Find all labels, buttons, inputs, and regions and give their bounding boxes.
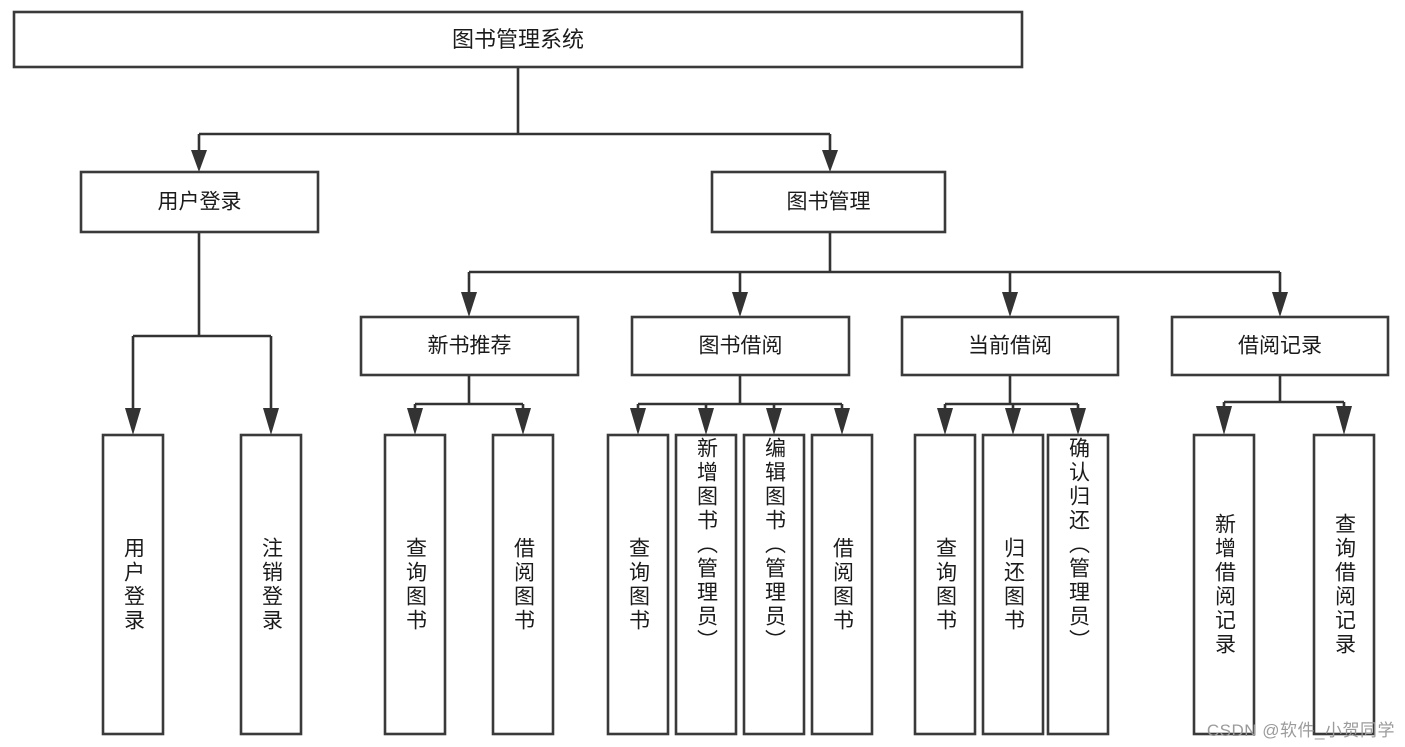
leaf-user-login-box[interactable] (101, 433, 165, 736)
leaf-add-record-box[interactable] (1192, 433, 1256, 736)
connector-bookborrow-to-leaves (630, 375, 850, 435)
node-root-box[interactable] (12, 10, 1024, 69)
connector-userlogin-to-leaves (125, 232, 279, 435)
node-new-book-rec-box[interactable] (359, 315, 580, 377)
node-borrow-record-label: 借阅记录 (1238, 335, 1322, 358)
arrow-head-icon (630, 408, 646, 435)
leaf-confirm-return-box[interactable] (1046, 433, 1110, 736)
node-book-manage-box[interactable] (710, 170, 947, 234)
arrow-head-icon (732, 292, 748, 317)
node-root-label: 图书管理系统 (452, 27, 584, 52)
node-current-borrow-box[interactable] (900, 315, 1120, 377)
arrow-head-icon (263, 408, 279, 435)
arrow-head-icon (191, 150, 207, 172)
arrow-head-icon (1070, 408, 1086, 435)
node-new-book-rec-label: 新书推荐 (428, 335, 512, 358)
node-book-manage[interactable]: 图书管理 (710, 170, 947, 234)
leaf-borrow-book-2-box[interactable] (810, 433, 874, 736)
node-book-borrow[interactable]: 图书借阅 (630, 315, 851, 377)
leaf-add-book-box[interactable] (674, 433, 738, 736)
leaf-query-book-1-box[interactable] (383, 433, 447, 736)
arrow-head-icon (1002, 292, 1018, 317)
leaf-query-book-2-box[interactable] (606, 433, 670, 736)
node-book-borrow-label: 图书借阅 (699, 335, 783, 358)
connector-currentborrow-to-leaves (937, 375, 1086, 435)
arrow-head-icon (461, 292, 477, 317)
arrow-head-icon (515, 408, 531, 435)
connector-newbook-to-leaves (407, 375, 531, 435)
leaf-query-book-3-box[interactable] (913, 433, 977, 736)
connector-borrowrecord-to-leaves (1216, 375, 1352, 435)
leaf-logout-box[interactable] (239, 433, 303, 736)
node-user-login-box[interactable] (79, 170, 320, 234)
node-user-login-label: 用户登录 (158, 191, 242, 214)
leaf-borrow-book-1-box[interactable] (491, 433, 555, 736)
arrow-head-icon (125, 408, 141, 435)
arrow-head-icon (407, 408, 423, 435)
arrow-head-icon (1005, 408, 1021, 435)
node-current-borrow[interactable]: 当前借阅 (900, 315, 1120, 377)
arrow-head-icon (698, 408, 714, 435)
arrow-head-icon (937, 408, 953, 435)
connector-bookmanage-to-level3 (461, 232, 1288, 317)
leaf-return-book-box[interactable] (981, 433, 1045, 736)
node-book-manage-label: 图书管理 (787, 191, 871, 214)
leaf-edit-book-box[interactable] (742, 433, 806, 736)
leaf-query-record-box[interactable] (1312, 433, 1376, 736)
node-borrow-record[interactable]: 借阅记录 (1170, 315, 1390, 377)
node-root[interactable]: 图书管理系统 (12, 10, 1024, 69)
node-user-login[interactable]: 用户登录 (79, 170, 320, 234)
node-book-borrow-box[interactable] (630, 315, 851, 377)
node-new-book-rec[interactable]: 新书推荐 (359, 315, 580, 377)
node-current-borrow-label: 当前借阅 (968, 335, 1052, 358)
arrow-head-icon (1216, 406, 1232, 435)
arrow-head-icon (1336, 406, 1352, 435)
node-borrow-record-box[interactable] (1170, 315, 1390, 377)
arrow-head-icon (766, 408, 782, 435)
leaf-boxes (101, 433, 1376, 736)
arrow-head-icon (822, 150, 838, 172)
arrow-head-icon (834, 408, 850, 435)
connector-root-to-level2 (191, 67, 838, 172)
arrow-head-icon (1272, 292, 1288, 317)
